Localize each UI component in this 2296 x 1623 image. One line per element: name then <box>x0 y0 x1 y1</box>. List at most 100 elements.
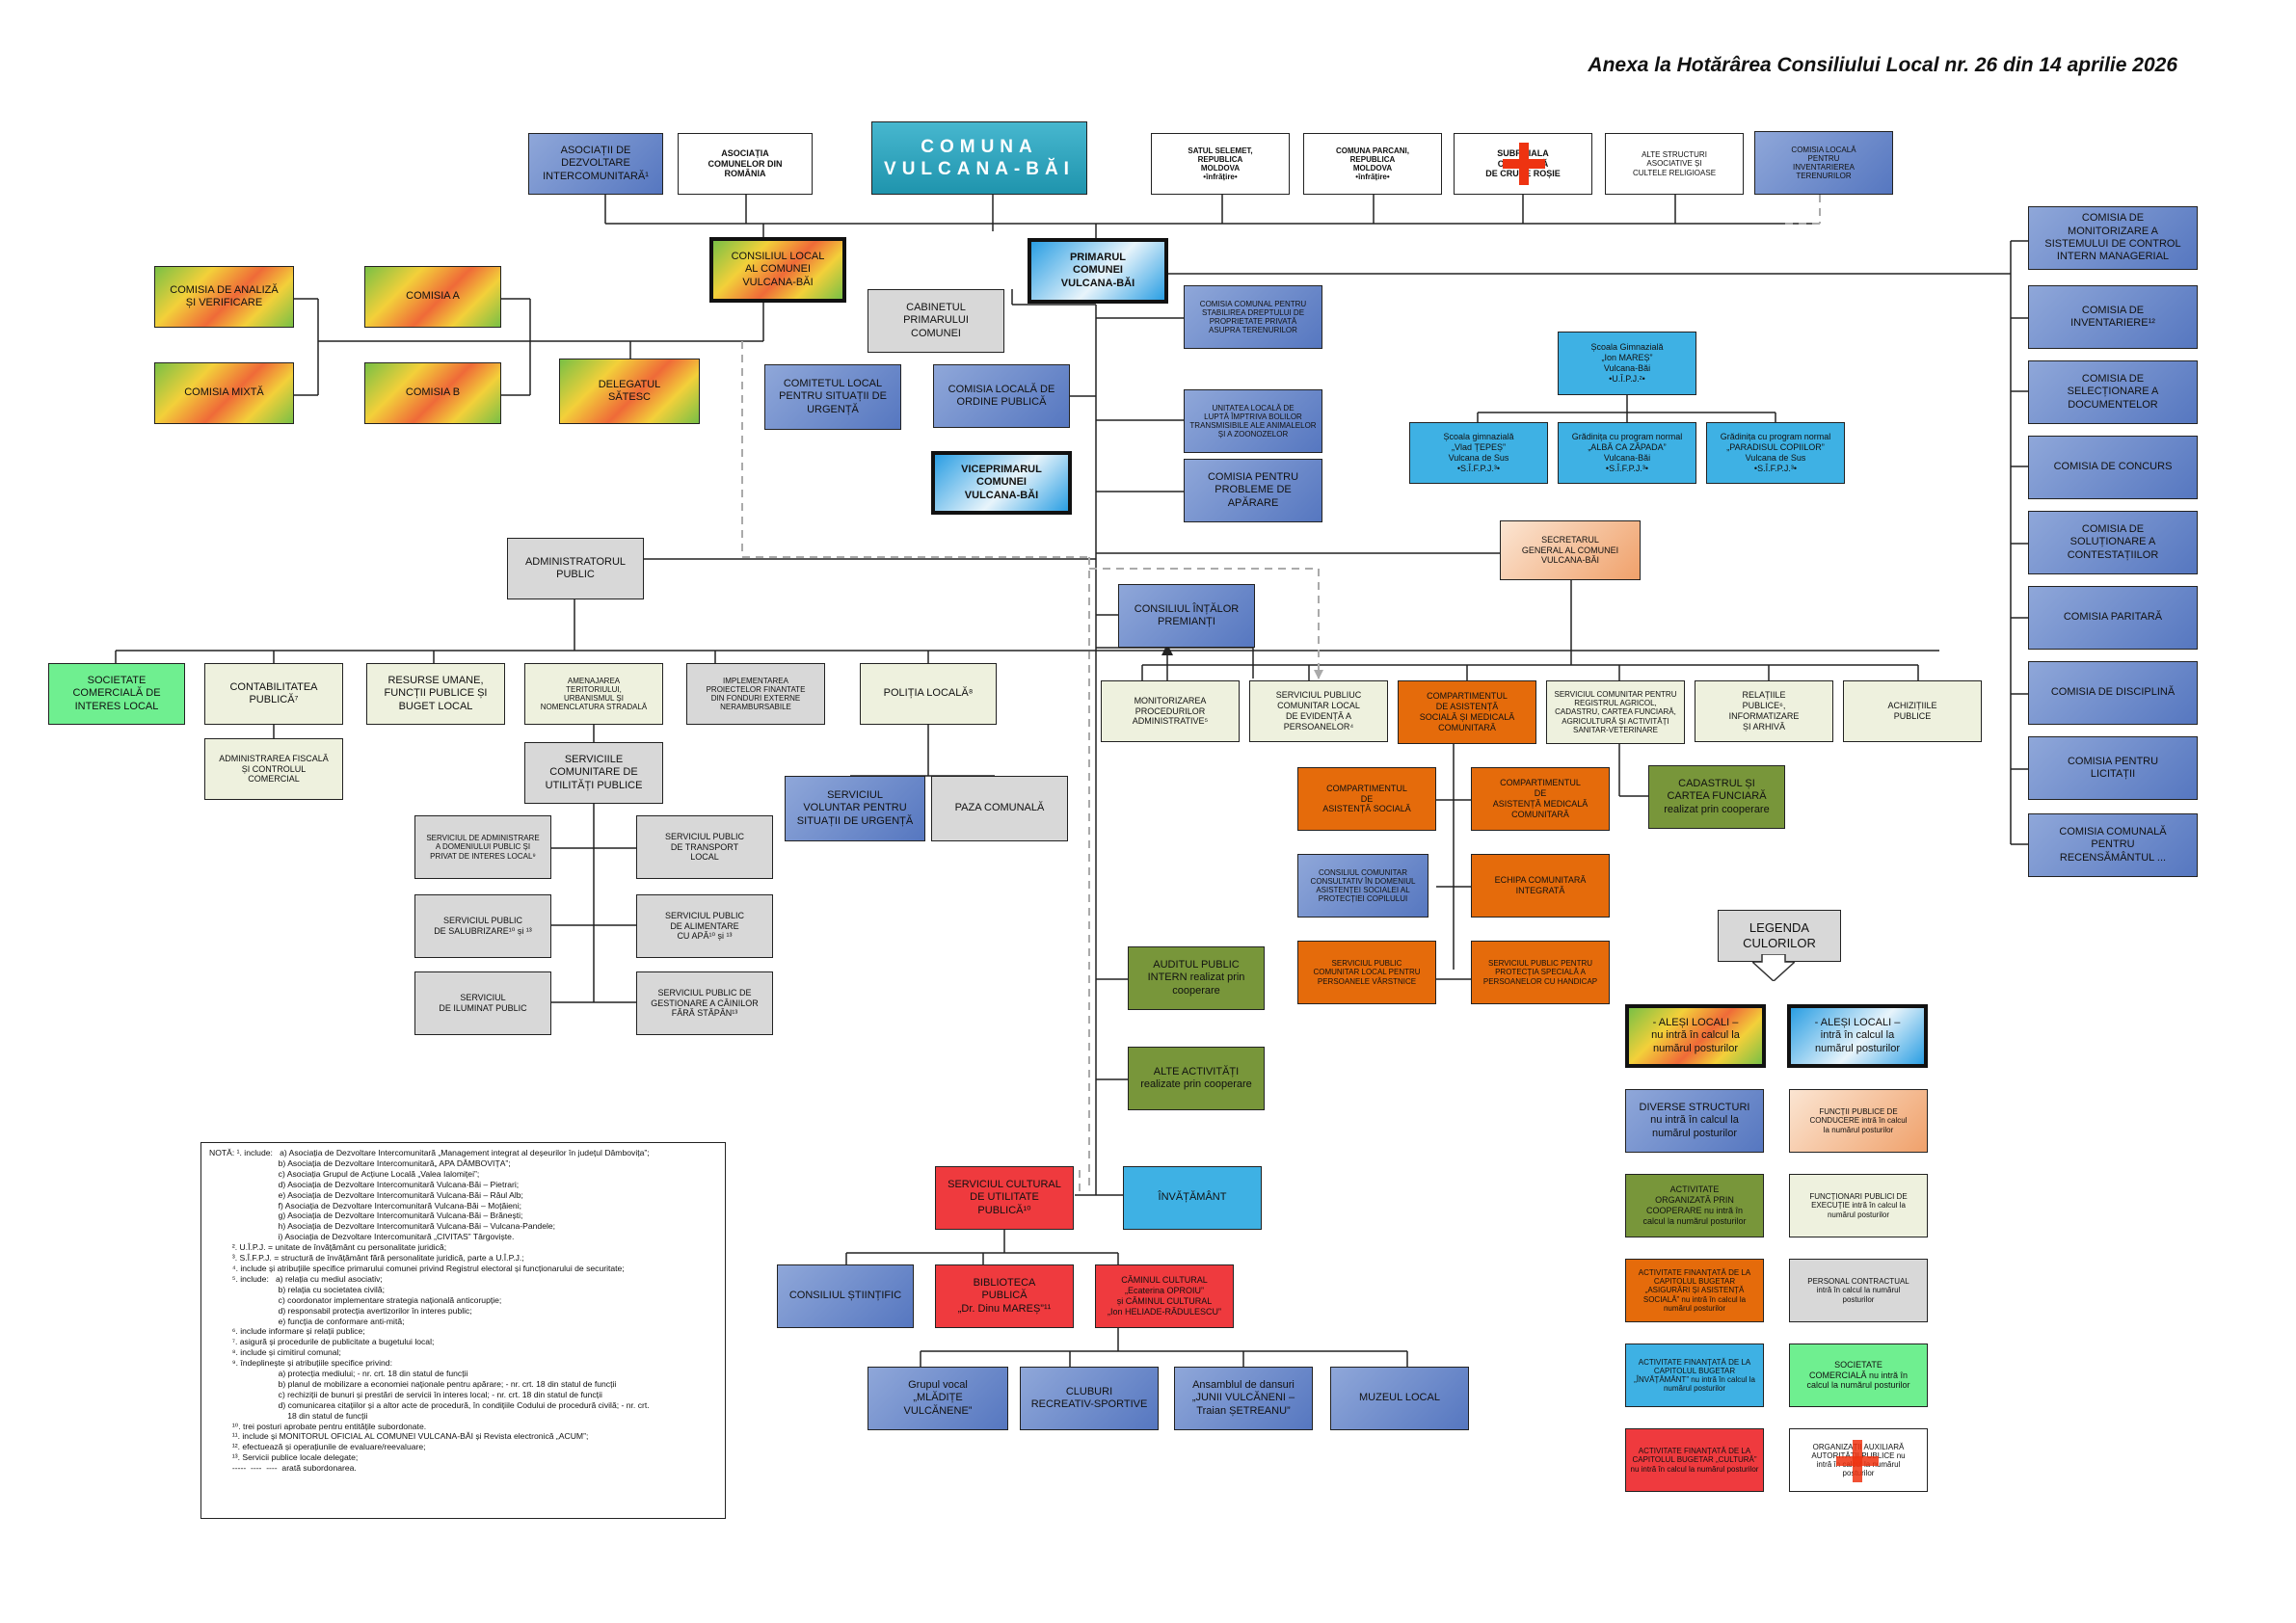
legend-activitate-cooperare: ACTIVITATE ORGANIZATĂ PRIN COOPERARE nu … <box>1625 1174 1764 1237</box>
box-serv-iluminat-public: SERVICIUL DE ILUMINAT PUBLIC <box>414 971 551 1035</box>
box-comisia-monitorizare: COMISIA DE MONITORIZARE A SISTEMULUI DE … <box>2028 206 2198 270</box>
note-line: ----- ---- ---- arată subordonarea. <box>209 1463 357 1474</box>
box-serviciul-cultural: SERVICIUL CULTURAL DE UTILITATE PUBLICĂ¹… <box>935 1166 1074 1230</box>
legend-red-cross-icon-bar <box>1836 1456 1879 1466</box>
box-asociatia-comunelor: ASOCIAȚIA COMUNELOR DIN ROMÂNIA <box>678 133 813 195</box>
legend-activitate-invatamant: ACTIVITATE FINANȚATĂ DE LA CAPITOLUL BUG… <box>1625 1344 1764 1407</box>
box-comuna-vulcana-bai: COMUNA VULCANA-BĂI <box>871 121 1087 195</box>
box-invatamant: ÎNVĂȚĂMÂNT <box>1123 1166 1262 1230</box>
box-comisia-paritara: COMISIA PARITARĂ <box>2028 586 2198 650</box>
box-amenajarea-teritoriului: AMENAJAREA TERITORIULUI, URBANISMUL ȘI N… <box>524 663 663 725</box>
box-comuna-parcani: COMUNA PARCANI, REPUBLICA MOLDOVA •înfră… <box>1303 133 1442 195</box>
box-unitatea-locala-boli: UNITATEA LOCALĂ DE LUPTĂ ÎMPTRIVA BOLILO… <box>1184 389 1322 453</box>
box-comisia-b: COMISIA B <box>364 362 501 424</box>
red-cross-icon-bar <box>1503 159 1545 169</box>
note-line: ³. S.Î.F.P.J. = structură de învățământ … <box>209 1253 524 1264</box>
note-line: ¹³. Servicii publice locale delegate; <box>209 1452 359 1463</box>
box-delegatul-satesc: DELEGATUL SĂTESC <box>559 359 700 424</box>
box-comisia-aparare: COMISIA PENTRU PROBLEME DE APĂRARE <box>1184 459 1322 522</box>
box-gradinita-alba-ca-zapada: Grădinița cu program normal „ALBĂ CA ZĂP… <box>1558 422 1696 484</box>
note-line: c) Asociația Grupul de Acțiune Locală „V… <box>209 1168 480 1179</box>
note-line: a) protecția mediului; - nr. crt. 18 din… <box>209 1369 468 1379</box>
note-line: 18 din statul de funcții <box>209 1410 368 1421</box>
notes-panel: NOTĂ: ¹. include: a) Asociația de Dezvol… <box>200 1142 726 1519</box>
box-viceprimarul: VICEPRIMARUL COMUNEI VULCANA-BĂI <box>931 451 1072 515</box>
note-line: b) planul de mobilizare a economiei nați… <box>209 1378 617 1389</box>
box-serv-evidenta-persoanelor: SERVICIUL PUBLIUC COMUNITAR LOCAL DE EVI… <box>1249 680 1388 742</box>
box-administrarea-fiscala: ADMINISTRAREA FISCALĂ ȘI CONTROLUL COMER… <box>204 738 343 800</box>
note-line: NOTĂ: ¹. include: a) Asociația de Dezvol… <box>209 1148 650 1157</box>
legend-alesi-locali-nu-intra: - ALEȘI LOCALI – nu intră în calcul la n… <box>1625 1004 1766 1068</box>
box-comisia-disciplina: COMISIA DE DISCIPLINĂ <box>2028 661 2198 725</box>
box-alte-structuri: ALTE STRUCTURI ASOCIATIVE ȘI CULTELE REL… <box>1605 133 1744 195</box>
box-serv-registrul-agricol: SERVICIUL COMUNITAR PENTRU REGISTRUL AGR… <box>1546 680 1685 744</box>
box-politia-locala: POLIȚIA LOCALĂ⁸ <box>860 663 997 725</box>
box-echipa-comunitara: ECHIPA COMUNITARĂ INTEGRATĂ <box>1471 854 1610 918</box>
note-line: c) coordonator implementare strategia na… <box>209 1294 502 1305</box>
note-line: h) Asociația de Dezvoltare Intercomunita… <box>209 1221 556 1232</box>
legend-diverse-structuri: DIVERSE STRUCTURI nu intră în calcul la … <box>1625 1089 1764 1153</box>
note-line: f) Asociația de Dezvoltare Intercomunita… <box>209 1200 522 1211</box>
box-serviciile-comunitare: SERVICIILE COMUNITARE DE UTILITĂȚI PUBLI… <box>524 742 663 804</box>
box-secretarul-general: SECRETARUL GENERAL AL COMUNEI VULCANA-BĂ… <box>1500 520 1641 580</box>
note-line: ⁷. asigură și procedurile de publicitate… <box>209 1337 435 1347</box>
box-muzeul-local: MUZEUL LOCAL <box>1330 1367 1469 1430</box>
box-administratorul-public: ADMINISTRATORUL PUBLIC <box>507 538 644 599</box>
box-comitetul-local-urgenta: COMITETUL LOCAL PENTRU SITUAȚII DE URGEN… <box>764 364 901 430</box>
box-resurse-umane: RESURSE UMANE, FUNCȚII PUBLICE ȘI BUGET … <box>366 663 505 725</box>
box-contabilitatea-publica: CONTABILITATEA PUBLICĂ⁷ <box>204 663 343 725</box>
note-line: ². U.Î.P.J. = unitate de învățământ cu p… <box>209 1242 447 1253</box>
box-societate-comerciala: SOCIETATE COMERCIALĂ DE INTERES LOCAL <box>48 663 185 725</box>
box-serv-persoane-handicap: SERVICIUL PUBLIC PENTRU PROTECȚIA SPECIA… <box>1471 941 1610 1004</box>
note-line: i) Asociația de Dezvoltare Intercomunita… <box>209 1232 515 1242</box>
box-comisia-inventariere-terenuri: COMISIA LOCALĂ PENTRU INVENTARIEREA TERE… <box>1754 131 1893 195</box>
box-consiliul-local: CONSILIUL LOCAL AL COMUNEI VULCANA-BĂI <box>709 237 846 303</box>
box-cluburi-recreativ-sportive: CLUBURI RECREATIV-SPORTIVE <box>1020 1367 1159 1430</box>
box-asociatii-dezvoltare: ASOCIAȚII DE DEZVOLTARE INTERCOMUNITARĂ¹ <box>528 133 663 195</box>
note-line: d) Asociația de Dezvoltare Intercomunita… <box>209 1179 520 1189</box>
box-ansamblul-dansuri: Ansamblul de dansuri „JUNII VULCĂNENI – … <box>1174 1367 1313 1430</box>
note-line: d) comunicarea citațiilor și a altor act… <box>209 1399 650 1410</box>
box-serv-administrare-domeniu: SERVICIUL DE ADMINISTRARE A DOMENIULUI P… <box>414 815 551 879</box>
box-caminul-cultural: CĂMINUL CULTURAL „Ecaterina OPROIU” și C… <box>1095 1264 1234 1328</box>
box-relatiile-publice: RELAȚIILE PUBLICE⁶, INFORMATIZARE ȘI ARH… <box>1695 680 1833 742</box>
box-biblioteca-publica: BIBLIOTECA PUBLICĂ „Dr. Dinu MAREȘ”¹¹ <box>935 1264 1074 1328</box>
box-gradinita-paradisul-copiilor: Grădinița cu program normal „PARADISUL C… <box>1706 422 1845 484</box>
box-grupul-vocal: Grupul vocal „MLĂDIȚE VULCĂNENE” <box>868 1367 1008 1430</box>
note-line: b) relația cu societatea civilă; <box>209 1284 385 1294</box>
note-line: b) Asociația de Dezvoltare Intercomunita… <box>209 1157 511 1168</box>
box-cadastrul-cartea-funciara: CADASTRUL ȘI CARTEA FUNCIARĂ realizat pr… <box>1648 765 1785 829</box>
box-achizitiile-publice: ACHIZIȚIILE PUBLICE <box>1843 680 1982 742</box>
note-line: ⁴. include și atribuțiile specifice prim… <box>209 1263 625 1273</box>
box-comisia-analiza: COMISIA DE ANALIZĂ ȘI VERIFICARE <box>154 266 294 328</box>
box-satul-selemet: SATUL SELEMET, REPUBLICA MOLDOVA •înfrăț… <box>1151 133 1290 195</box>
box-comisia-a: COMISIA A <box>364 266 501 328</box>
box-serv-transport-local: SERVICIUL PUBLIC DE TRANSPORT LOCAL <box>636 815 773 879</box>
box-primarul: PRIMARUL COMUNEI VULCANA-BĂI <box>1028 238 1168 304</box>
box-comisia-selectionare: COMISIA DE SELECȚIONARE A DOCUMENTELOR <box>2028 360 2198 424</box>
note-line: ⁹. îndeplinește și atribuțiile specifice… <box>209 1358 392 1369</box>
legend-activitate-asigurari: ACTIVITATE FINANȚATĂ DE LA CAPITOLUL BUG… <box>1625 1259 1764 1322</box>
note-line: ⁸. include și cimitirul comunal; <box>209 1347 341 1358</box>
box-consiliul-consultativ: CONSILIUL COMUNITAR CONSULTATIV ÎN DOMEN… <box>1297 854 1428 918</box>
box-comisia-inventariere: COMISIA DE INVENTARIERE¹² <box>2028 285 2198 349</box>
note-line: ¹¹. include și MONITORUL OFICIAL AL COMU… <box>209 1431 589 1442</box>
box-comisia-concurs: COMISIA DE CONCURS <box>2028 436 2198 499</box>
box-serviciul-voluntar: SERVICIUL VOLUNTAR PENTRU SITUAȚII DE UR… <box>785 776 925 841</box>
legend-functii-conducere: FUNCȚII PUBLICE DE CONDUCERE intră în ca… <box>1789 1089 1928 1153</box>
box-serv-alimentare-apa: SERVICIUL PUBLIC DE ALIMENTARE CU APĂ¹⁰ … <box>636 894 773 958</box>
note-line: ⁶. include informare și relații publice; <box>209 1326 365 1337</box>
box-comp-asistenta-medicala: COMPARTIMENTUL DE ASISTENȚĂ MEDICALĂ COM… <box>1471 767 1610 831</box>
note-line: c) rechiziții de bunuri și prestări de s… <box>209 1389 602 1399</box>
note-line: ⁵. include: a) relația cu mediul asociat… <box>209 1273 383 1284</box>
legend-societate-comerciala: SOCIETATE COMERCIALĂ nu intră în calcul … <box>1789 1344 1928 1407</box>
box-comisia-recensamant: COMISIA COMUNALĂ PENTRU RECENSĂMÂNTUL ..… <box>2028 813 2198 877</box>
box-consiliul-stiintific: CONSILIUL ȘTIINȚIFIC <box>777 1264 914 1328</box>
box-comisia-solutionare: COMISIA DE SOLUȚIONARE A CONTESTAȚIILOR <box>2028 511 2198 574</box>
box-alte-activitati: ALTE ACTIVITĂȚI realizate prin cooperare <box>1128 1047 1265 1110</box>
box-compartimentul-asistenta: COMPARTIMENTUL DE ASISTENȚĂ SOCIALĂ ȘI M… <box>1398 680 1536 744</box>
box-comisia-ordine-publica: COMISIA LOCALĂ DE ORDINE PUBLICĂ <box>933 364 1070 428</box>
box-auditul-public-intern: AUDITUL PUBLIC INTERN realizat prin coop… <box>1128 946 1265 1010</box>
box-monitorizarea-procedurilor: MONITORIZAREA PROCEDURILOR ADMINISTRATIV… <box>1101 680 1240 742</box>
box-serv-gestionare-caini: SERVICIUL PUBLIC DE GESTIONARE A CÂINILO… <box>636 971 773 1035</box>
